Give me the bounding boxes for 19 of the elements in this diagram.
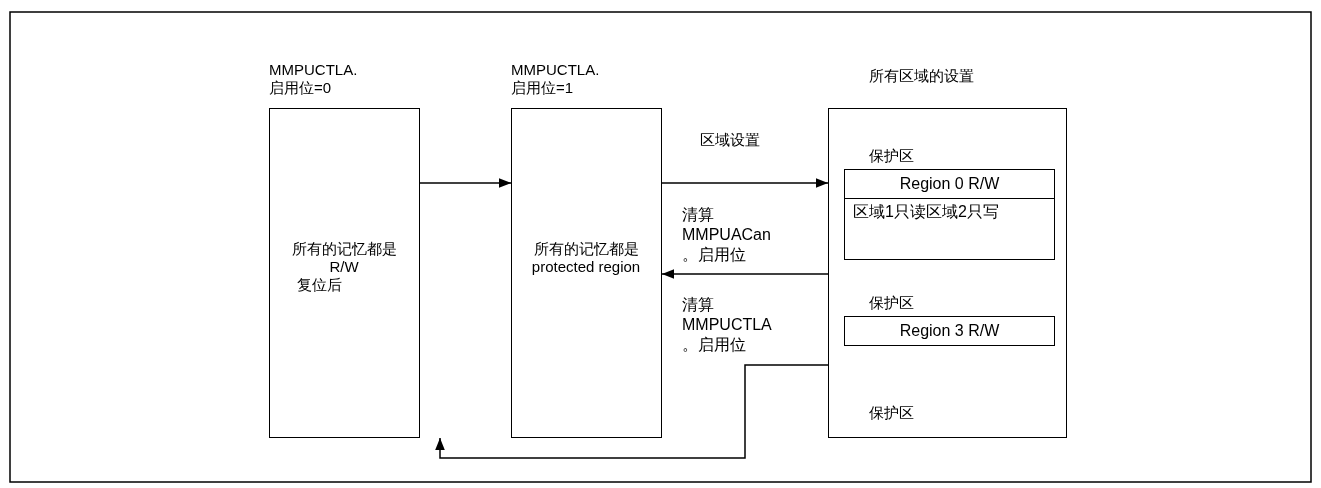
region-text: 区域1只读区域2只写	[853, 203, 1000, 221]
arrow	[661, 269, 829, 279]
region-box	[844, 199, 1055, 260]
region-heading: 保护区	[869, 294, 914, 312]
box-text: 所有的记忆都是 protected region	[530, 240, 642, 276]
region-heading: 保护区	[869, 404, 914, 422]
arrow	[435, 364, 829, 459]
region-heading: 保护区	[869, 147, 914, 165]
box-heading: MMPUCTLA. 启用位=0	[269, 61, 359, 97]
box-text: 所有的记忆都是 R/W	[290, 240, 398, 276]
box-text: 复位后	[297, 276, 342, 294]
region-box	[844, 316, 1055, 346]
arrow	[419, 178, 512, 188]
region-box	[844, 169, 1055, 199]
box-heading: MMPUCTLA. 启用位=1	[511, 61, 601, 97]
region-text: Region 0 R/W	[898, 175, 1001, 193]
region-text: Region 3 R/W	[898, 322, 1001, 340]
arrow	[661, 178, 829, 188]
box-heading: 所有区域的设置	[869, 67, 974, 85]
